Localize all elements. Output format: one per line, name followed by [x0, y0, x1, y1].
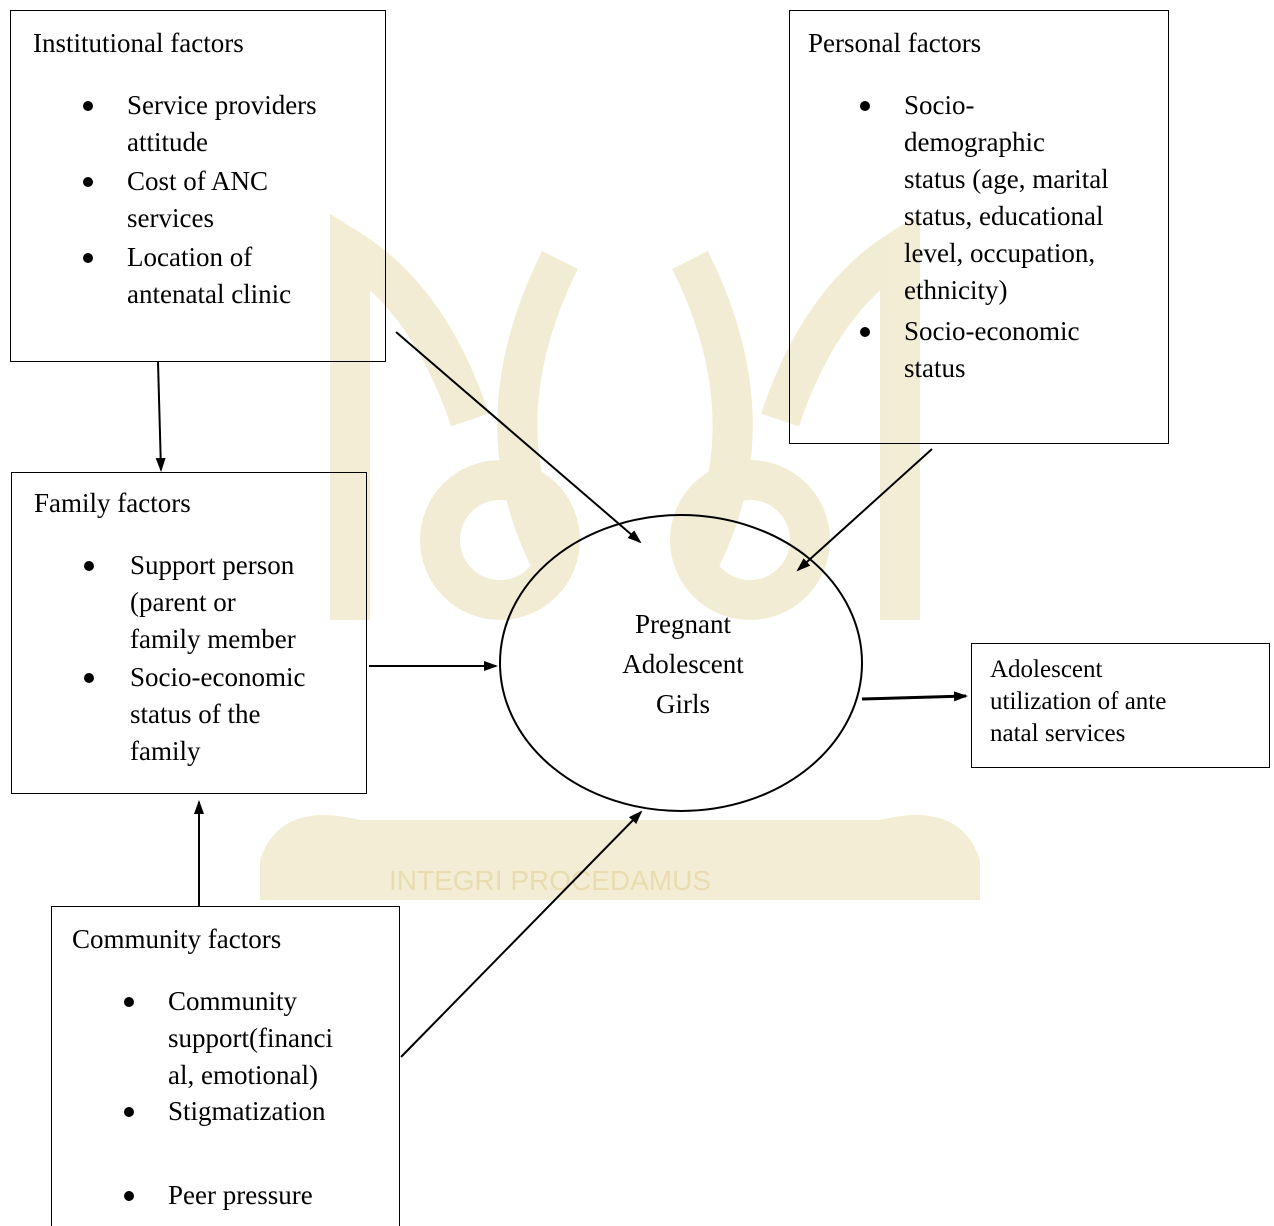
center-node-label: Pregnant Adolescent Girls — [622, 609, 744, 719]
bullet-icon — [860, 327, 870, 337]
institutional-item-2: Cost of ANC services — [127, 166, 269, 233]
bullet-icon — [84, 673, 94, 683]
bullet-icon — [83, 101, 93, 111]
center-ellipse — [499, 514, 863, 812]
family-item-1: Support person (parent or family member — [130, 550, 296, 654]
institutional-factors-title: Institutional factors — [33, 28, 244, 58]
arrow-community-to-center — [400, 810, 643, 1058]
bullet-icon — [84, 561, 94, 571]
arrow-personal-to-center — [796, 448, 933, 572]
personal-factors-title: Personal factors — [808, 28, 982, 58]
family-factors-box: Family factors Support person (parent or… — [11, 472, 367, 794]
outcome-box: Adolescent utilization of ante natal ser… — [971, 643, 1270, 768]
bullet-icon — [124, 1107, 134, 1117]
bullet-icon — [860, 101, 870, 111]
community-factors-title: Community factors — [72, 924, 282, 954]
personal-factors-box: Personal factors Socio- demographic stat… — [789, 10, 1169, 444]
family-item-2: Socio-economic status of the family — [130, 662, 306, 766]
bullet-icon — [124, 997, 134, 1007]
institutional-factors-box: Institutional factors Service providers … — [10, 10, 386, 362]
community-factors-box: Community factors Community support(fina… — [51, 906, 400, 1226]
bullet-icon — [83, 253, 93, 263]
arrow-center-to-outcome — [861, 691, 968, 702]
institutional-item-1: Service providers attitude — [127, 90, 317, 157]
bullet-icon — [83, 177, 93, 187]
personal-item-2: Socio-economic status — [904, 316, 1080, 383]
watermark-motto: INTEGRI PROCEDAMUS — [389, 865, 711, 896]
community-item-1: Community support(financi al, emotional) — [168, 986, 333, 1090]
arrow-institutional-to-center — [395, 331, 642, 544]
institutional-item-3: Location of antenatal clinic — [127, 242, 292, 309]
community-item-3: Peer pressure — [168, 1180, 313, 1210]
community-item-2: Stigmatization — [168, 1096, 326, 1126]
personal-item-1: Socio- demographic status (age, marital … — [904, 90, 1109, 305]
arrow-institutional-to-family — [155, 361, 166, 472]
outcome-text: Adolescent utilization of ante natal ser… — [990, 656, 1167, 747]
bullet-icon — [124, 1191, 134, 1201]
family-factors-title: Family factors — [34, 488, 191, 518]
